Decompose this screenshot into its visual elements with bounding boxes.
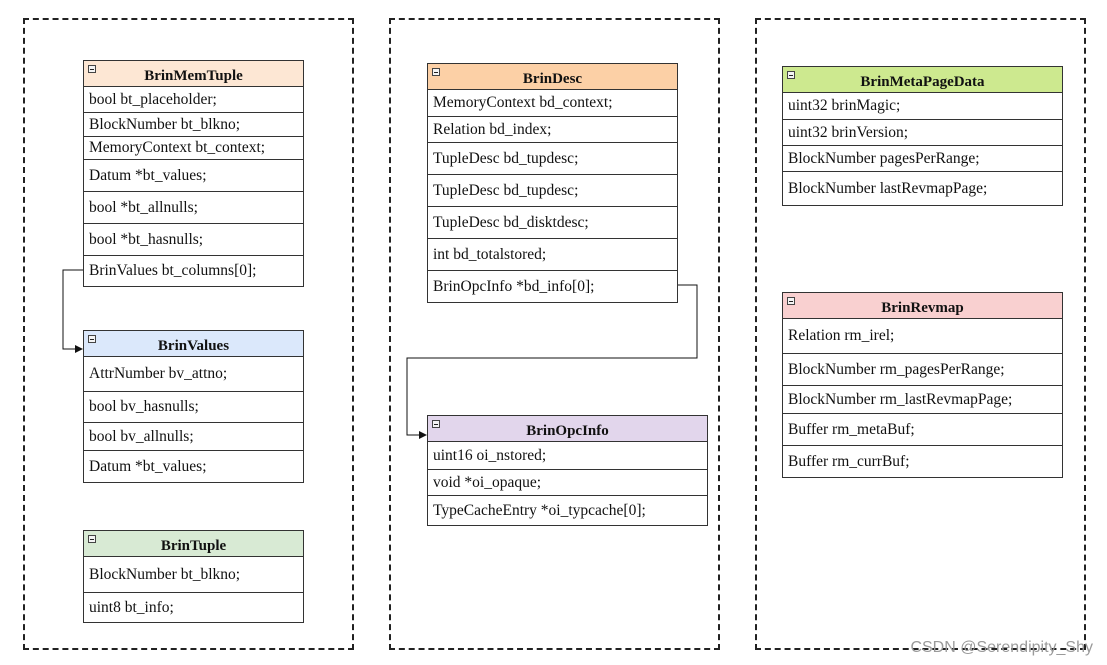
brinmetapagedata-header: BrinMetaPageData bbox=[783, 67, 1062, 93]
brindesc-field: MemoryContext bd_context; bbox=[433, 94, 613, 111]
connector-bt-columns-to-brinvalues bbox=[62, 269, 83, 353]
brinopcinfo-field: void *oi_opaque; bbox=[428, 469, 707, 495]
brinrevmap-field: Buffer rm_metaBuf; bbox=[783, 413, 1062, 445]
brinmemtuple-field: bool *bt_allnulls; bbox=[84, 191, 303, 223]
collapse-toggle-icon[interactable] bbox=[88, 65, 96, 73]
collapse-toggle-icon[interactable] bbox=[88, 335, 96, 343]
brindesc-field: int bd_totalstored; bbox=[428, 238, 677, 270]
collapse-toggle-icon[interactable] bbox=[432, 68, 440, 76]
brinmetapagedata-field: uint32 brinMagic; bbox=[788, 97, 901, 114]
brintuple-header: BrinTuple bbox=[84, 531, 303, 557]
brindesc-header: BrinDesc bbox=[428, 64, 677, 90]
brinopcinfo-box: BrinOpcInfo uint16 oi_nstored;void *oi_op… bbox=[427, 415, 708, 526]
collapse-toggle-icon[interactable] bbox=[787, 71, 795, 79]
brinmemtuple-field: bool bt_placeholder; bbox=[89, 90, 217, 108]
panel-left bbox=[23, 18, 354, 650]
brinrevmap-field: Relation rm_irel; bbox=[788, 327, 895, 344]
brinvalues-field: Datum *bt_values; bbox=[84, 450, 303, 482]
brintuple-field: uint8 bt_info; bbox=[84, 592, 303, 622]
brinrevmap-title: BrinRevmap bbox=[881, 300, 964, 316]
brindesc-field: TupleDesc bd_disktdesc; bbox=[428, 206, 677, 238]
brintuple-field: BlockNumber bt_blkno; bbox=[89, 565, 241, 583]
brinmemtuple-field: BrinValues bt_columns[0]; bbox=[84, 255, 303, 286]
brinmetapagedata-title: BrinMetaPageData bbox=[860, 74, 985, 90]
brinmetapagedata-field: BlockNumber pagesPerRange; bbox=[783, 145, 1062, 171]
brinmemtuple-field: MemoryContext bt_context; bbox=[84, 136, 303, 159]
brindesc-field: BrinOpcInfo *bd_info[0]; bbox=[428, 270, 677, 302]
brinmemtuple-field: bool *bt_hasnulls; bbox=[84, 223, 303, 255]
brinopcinfo-field: uint16 oi_nstored; bbox=[433, 446, 547, 464]
panel-middle bbox=[389, 18, 720, 650]
brinmemtuple-box: BrinMemTuple bool bt_placeholder; BlockNum… bbox=[83, 60, 304, 287]
brinmemtuple-field: Datum *bt_values; bbox=[84, 159, 303, 191]
brindesc-field: Relation bd_index; bbox=[428, 116, 677, 142]
brinmetapagedata-field: BlockNumber lastRevmapPage; bbox=[783, 171, 1062, 205]
collapse-toggle-icon[interactable] bbox=[787, 297, 795, 305]
brinopcinfo-title: BrinOpcInfo bbox=[526, 423, 609, 439]
brinvalues-header: BrinValues bbox=[84, 331, 303, 357]
brinmemtuple-title: BrinMemTuple bbox=[144, 68, 243, 84]
brinmetapagedata-field: uint32 brinVersion; bbox=[783, 119, 1062, 145]
brindesc-field: TupleDesc bd_tupdesc; bbox=[428, 174, 677, 206]
brinrevmap-field: Buffer rm_currBuf; bbox=[783, 445, 1062, 477]
brinvalues-title: BrinValues bbox=[157, 338, 230, 354]
brinrevmap-field: BlockNumber rm_pagesPerRange; bbox=[783, 353, 1062, 385]
collapse-toggle-icon[interactable] bbox=[432, 420, 440, 428]
panel-right bbox=[755, 18, 1086, 650]
brinmemtuple-header: BrinMemTuple bbox=[84, 61, 303, 87]
brinvalues-field: bool bv_allnulls; bbox=[84, 422, 303, 450]
collapse-toggle-icon[interactable] bbox=[88, 535, 96, 543]
brinopcinfo-field: TypeCacheEntry *oi_typcache[0]; bbox=[428, 495, 707, 525]
brinmemtuple-field: BlockNumber bt_blkno; bbox=[84, 112, 303, 136]
brintuple-title: BrinTuple bbox=[160, 538, 227, 554]
brinvalues-field: AttrNumber bv_attno; bbox=[89, 365, 228, 382]
brindesc-title: BrinDesc bbox=[522, 71, 583, 87]
brinrevmap-field: BlockNumber rm_lastRevmapPage; bbox=[783, 385, 1062, 413]
brinmetapagedata-box: BrinMetaPageData uint32 brinMagic; uint32 … bbox=[782, 66, 1063, 206]
watermark-text: CSDN @Serendipity_Shy bbox=[910, 639, 1093, 656]
brinrevmap-header: BrinRevmap bbox=[783, 293, 1062, 319]
brindesc-field: TupleDesc bd_tupdesc; bbox=[428, 142, 677, 174]
brinopcinfo-header: BrinOpcInfo bbox=[428, 416, 707, 442]
connector-bd-info-to-brinopcinfo bbox=[406, 284, 698, 439]
brinvalues-field: bool bv_hasnulls; bbox=[84, 391, 303, 422]
